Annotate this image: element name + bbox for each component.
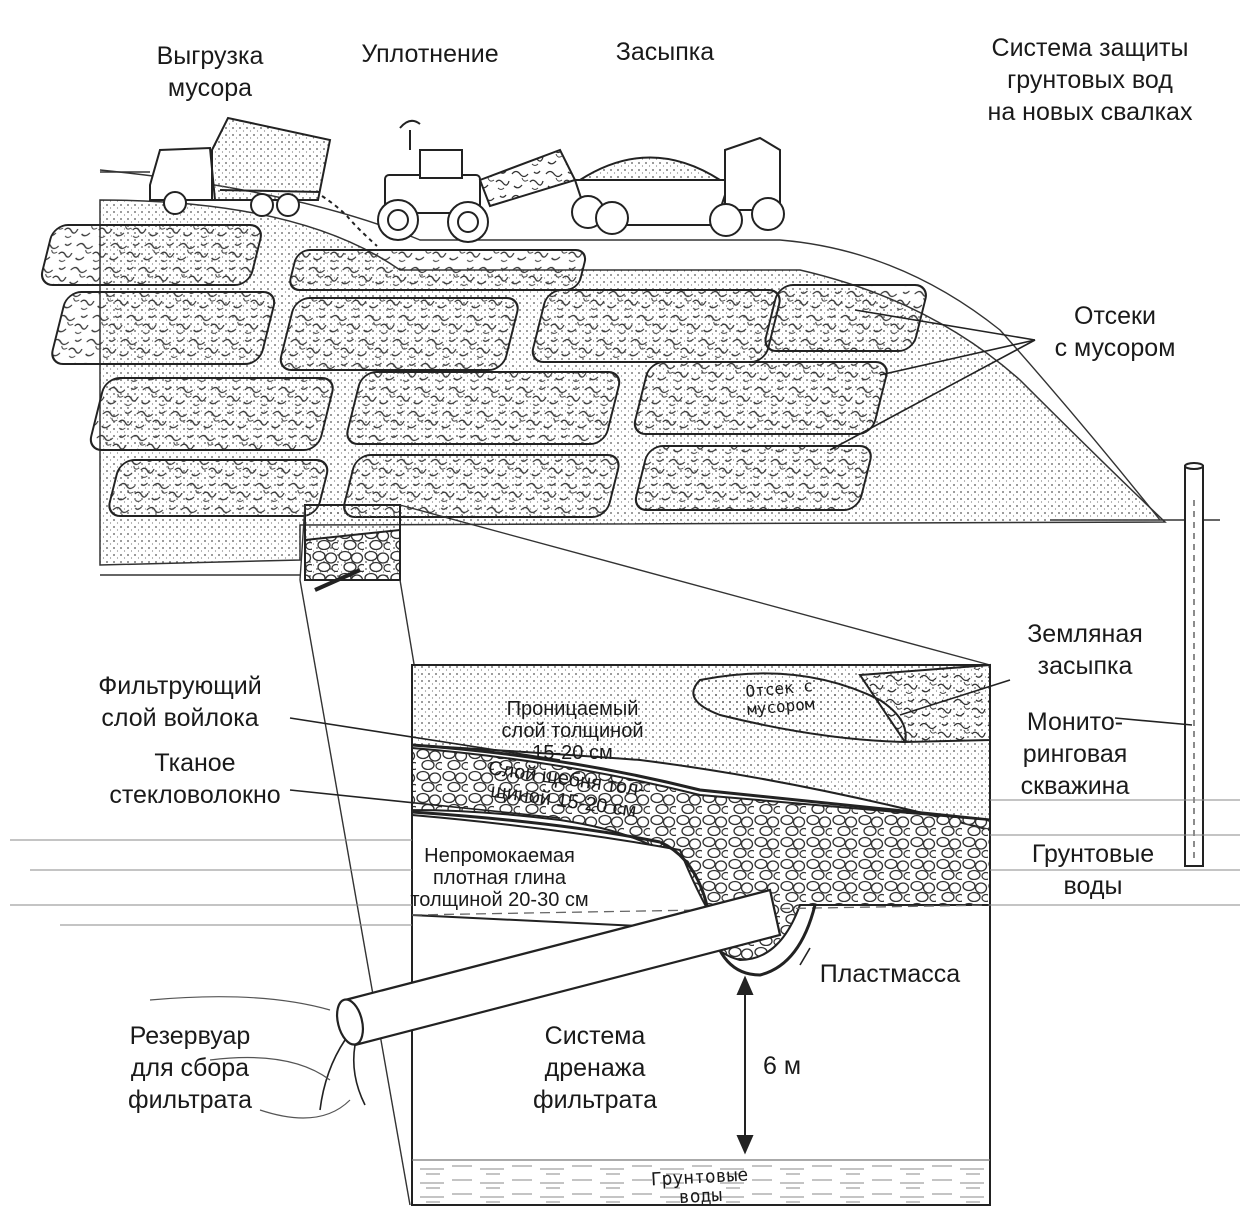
label-well-line1: Монито-: [1010, 706, 1140, 738]
monitoring-well: [1185, 463, 1203, 866]
label-fiberglass: Тканое стекловолокно: [90, 747, 300, 811]
label-fiberglass-line2: стекловолокно: [90, 779, 300, 811]
label-drainage-line1: Система: [500, 1020, 690, 1052]
label-felt-line1: Фильтрующий: [65, 670, 295, 702]
label-clay-line3: толщиной 20-30 см: [372, 889, 627, 911]
title-line1: Система защиты: [945, 32, 1235, 64]
label-groundwater-right: Грунтовые воды: [1008, 838, 1178, 902]
label-gw-right-line2: воды: [1008, 870, 1178, 902]
label-cells: Отсеки с мусором: [1035, 300, 1195, 364]
label-earth-fill: Земляная засыпка: [1000, 618, 1170, 682]
label-clay: Непромокаемая плотная глина толщиной 20-…: [372, 845, 627, 911]
label-plastic-line1: Пластмасса: [795, 958, 985, 990]
label-permeable-line1: Проницаемый: [465, 698, 680, 720]
label-well-line2: ринговая: [1010, 738, 1140, 770]
label-compaction-line1: Уплотнение: [340, 38, 520, 70]
label-backfill-line1: Засыпка: [590, 36, 740, 68]
title-line2: грунтовых вод: [945, 64, 1235, 96]
label-drainage-line2: дренажа: [500, 1052, 690, 1084]
compactor-tractor: [378, 121, 575, 242]
label-drainage: Система дренажа фильтрата: [500, 1020, 690, 1116]
label-felt-line2: слой войлока: [65, 702, 295, 734]
label-backfill: Засыпка: [590, 36, 740, 68]
label-compaction: Уплотнение: [340, 38, 520, 70]
label-clay-line1: Непромокаемая: [372, 845, 627, 867]
label-well-line3: скважина: [1010, 770, 1140, 802]
label-depth: 6 м: [752, 1050, 812, 1082]
label-drainage-line3: фильтрата: [500, 1084, 690, 1116]
label-permeable-line2: слой толщиной: [465, 720, 680, 742]
label-groundwater-bottom: Грунтовые воды: [624, 1164, 776, 1210]
label-permeable: Проницаемый слой толщиной 15-20 см: [465, 698, 680, 764]
label-unloading-line1: Выгрузка: [135, 40, 285, 72]
label-earth-fill-line2: засыпка: [1000, 650, 1170, 682]
label-unloading: Выгрузка мусора: [135, 40, 285, 104]
label-cells-line2: с мусором: [1035, 332, 1195, 364]
label-system-title: Система защиты грунтовых вод на новых св…: [945, 32, 1235, 128]
title-line3: на новых свалках: [945, 96, 1235, 128]
label-reservoir: Резервуар для сбора фильтрата: [100, 1020, 280, 1116]
label-felt: Фильтрующий слой войлока: [65, 670, 295, 734]
label-gw-right-line1: Грунтовые: [1008, 838, 1178, 870]
backfill-truck: [572, 138, 784, 236]
label-monitoring-well: Монито- ринговая скважина: [1010, 706, 1140, 802]
label-clay-line2: плотная глина: [372, 867, 627, 889]
label-reservoir-line3: фильтрата: [100, 1084, 280, 1116]
label-depth-value: 6 м: [752, 1050, 812, 1082]
label-reservoir-line1: Резервуар: [100, 1020, 280, 1052]
label-unloading-line2: мусора: [135, 72, 285, 104]
label-reservoir-line2: для сбора: [100, 1052, 280, 1084]
label-earth-fill-line1: Земляная: [1000, 618, 1170, 650]
cutaway-window: [305, 505, 400, 590]
label-plastic: Пластмасса: [795, 958, 985, 990]
label-cells-line1: Отсеки: [1035, 300, 1195, 332]
label-fiberglass-line1: Тканое: [90, 747, 300, 779]
